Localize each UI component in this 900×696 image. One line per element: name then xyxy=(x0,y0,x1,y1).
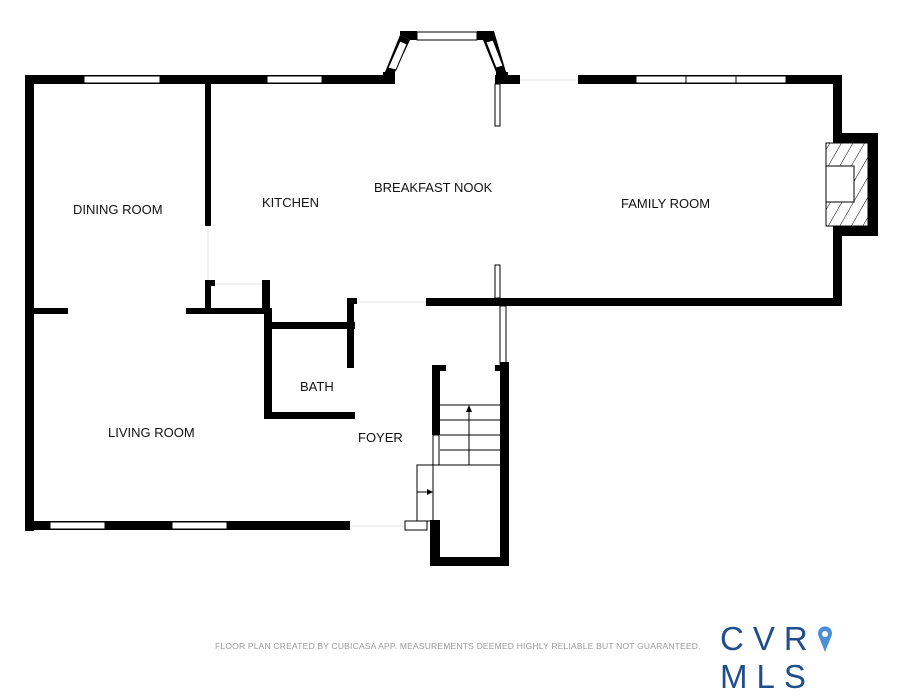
stair-up-arrow-icon xyxy=(466,405,472,412)
logo-text-left: CVR xyxy=(720,620,817,657)
room-label-dining-room: DINING ROOM xyxy=(73,202,163,217)
window xyxy=(404,520,428,531)
logo-text-right: MLS xyxy=(720,658,815,695)
window xyxy=(83,75,161,84)
staircase xyxy=(416,404,500,522)
room-label-breakfast-nook: BREAKFAST NOOK xyxy=(374,180,493,195)
bay-window xyxy=(383,31,508,84)
walls xyxy=(25,75,878,566)
fireplace xyxy=(825,142,869,227)
room-label-foyer: FOYER xyxy=(358,430,403,445)
door xyxy=(494,83,501,127)
room-label-kitchen: KITCHEN xyxy=(262,195,320,210)
window xyxy=(635,75,787,84)
room-label-bath: BATH xyxy=(300,379,334,394)
window xyxy=(49,521,106,530)
door xyxy=(494,264,501,299)
window xyxy=(266,75,323,84)
room-label-family-room: FAMILY ROOM xyxy=(621,196,711,211)
disclaimer: FLOOR PLAN CREATED BY CUBICASA APP. MEAS… xyxy=(215,641,701,651)
stair-arrow-icon xyxy=(427,489,433,495)
door xyxy=(499,305,507,365)
map-pin-icon xyxy=(817,626,833,652)
floor-plan xyxy=(25,31,878,566)
room-label-living-room: LIVING ROOM xyxy=(108,425,195,440)
window xyxy=(171,521,228,530)
